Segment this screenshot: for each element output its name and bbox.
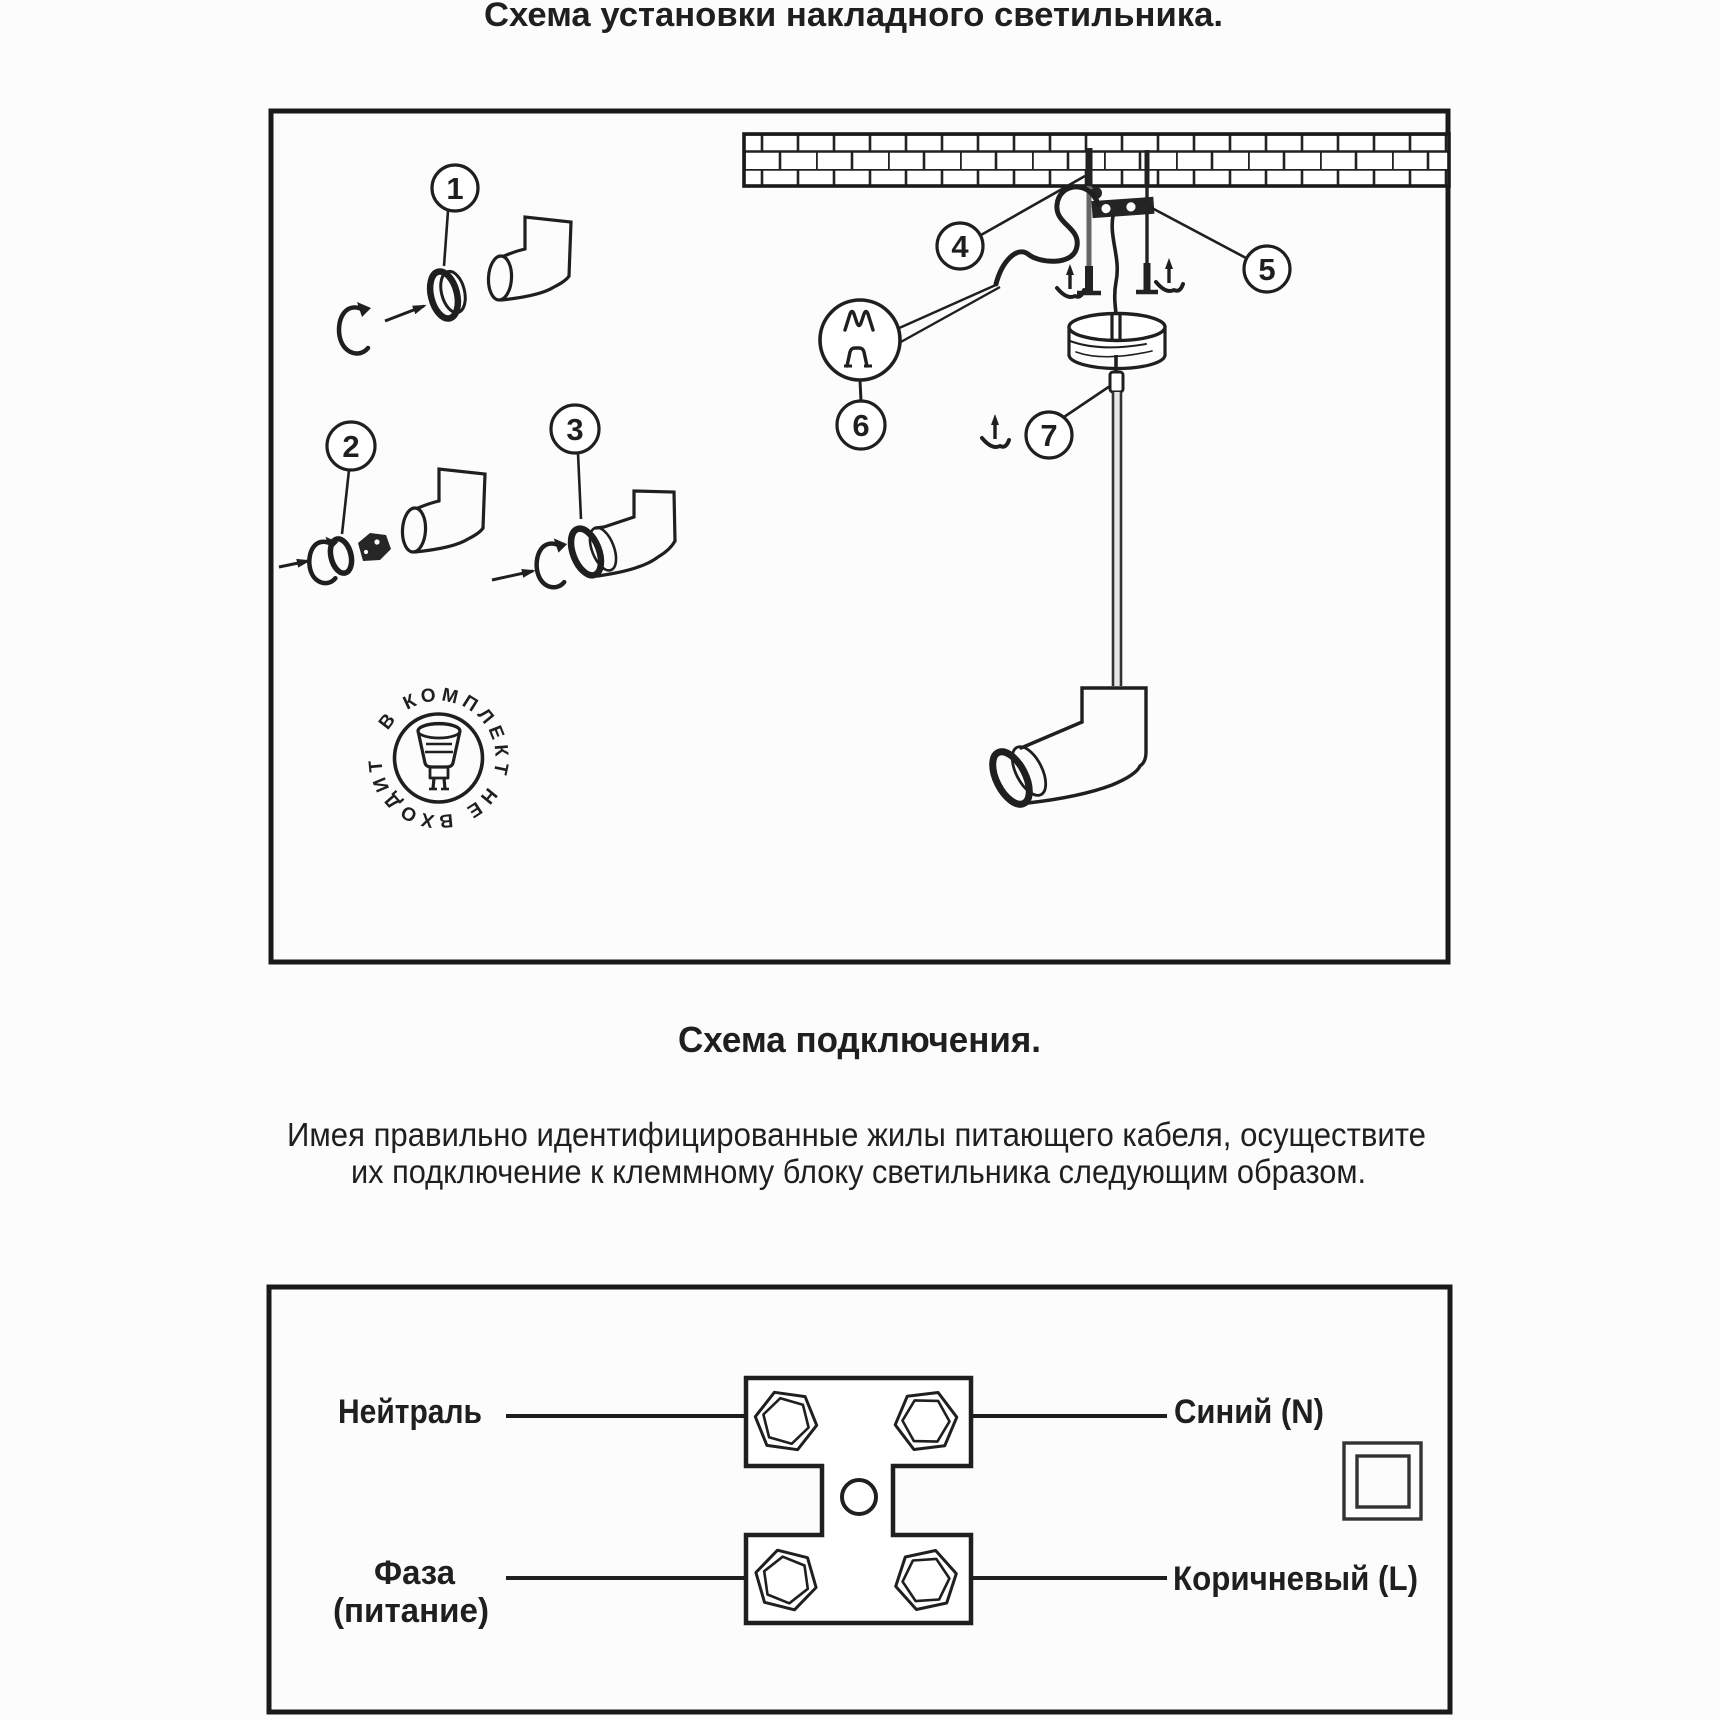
svg-text:их подключение к клеммному бло: их подключение к клеммному блоку светиль… (351, 1153, 1366, 1190)
svg-text:Имея правильно идентифицирован: Имея правильно идентифицированные жилы п… (287, 1116, 1426, 1153)
svg-text:Схема установки накладного све: Схема установки накладного светильника. (484, 0, 1223, 34)
svg-text:1: 1 (446, 171, 463, 206)
svg-text:4: 4 (951, 229, 969, 264)
svg-text:5: 5 (1258, 252, 1275, 287)
svg-text:Нейтраль: Нейтраль (338, 1393, 482, 1431)
svg-text:3: 3 (566, 412, 583, 447)
svg-text:6: 6 (852, 408, 869, 443)
svg-text:Схема подключения.: Схема подключения. (678, 1019, 1041, 1060)
svg-text:(питание): (питание) (333, 1592, 489, 1630)
svg-text:7: 7 (1040, 418, 1057, 453)
svg-text:Фаза: Фаза (374, 1554, 456, 1592)
svg-text:2: 2 (342, 429, 359, 464)
svg-text:Коричневый (L): Коричневый (L) (1173, 1560, 1418, 1598)
svg-text:Синий (N): Синий (N) (1174, 1393, 1324, 1431)
